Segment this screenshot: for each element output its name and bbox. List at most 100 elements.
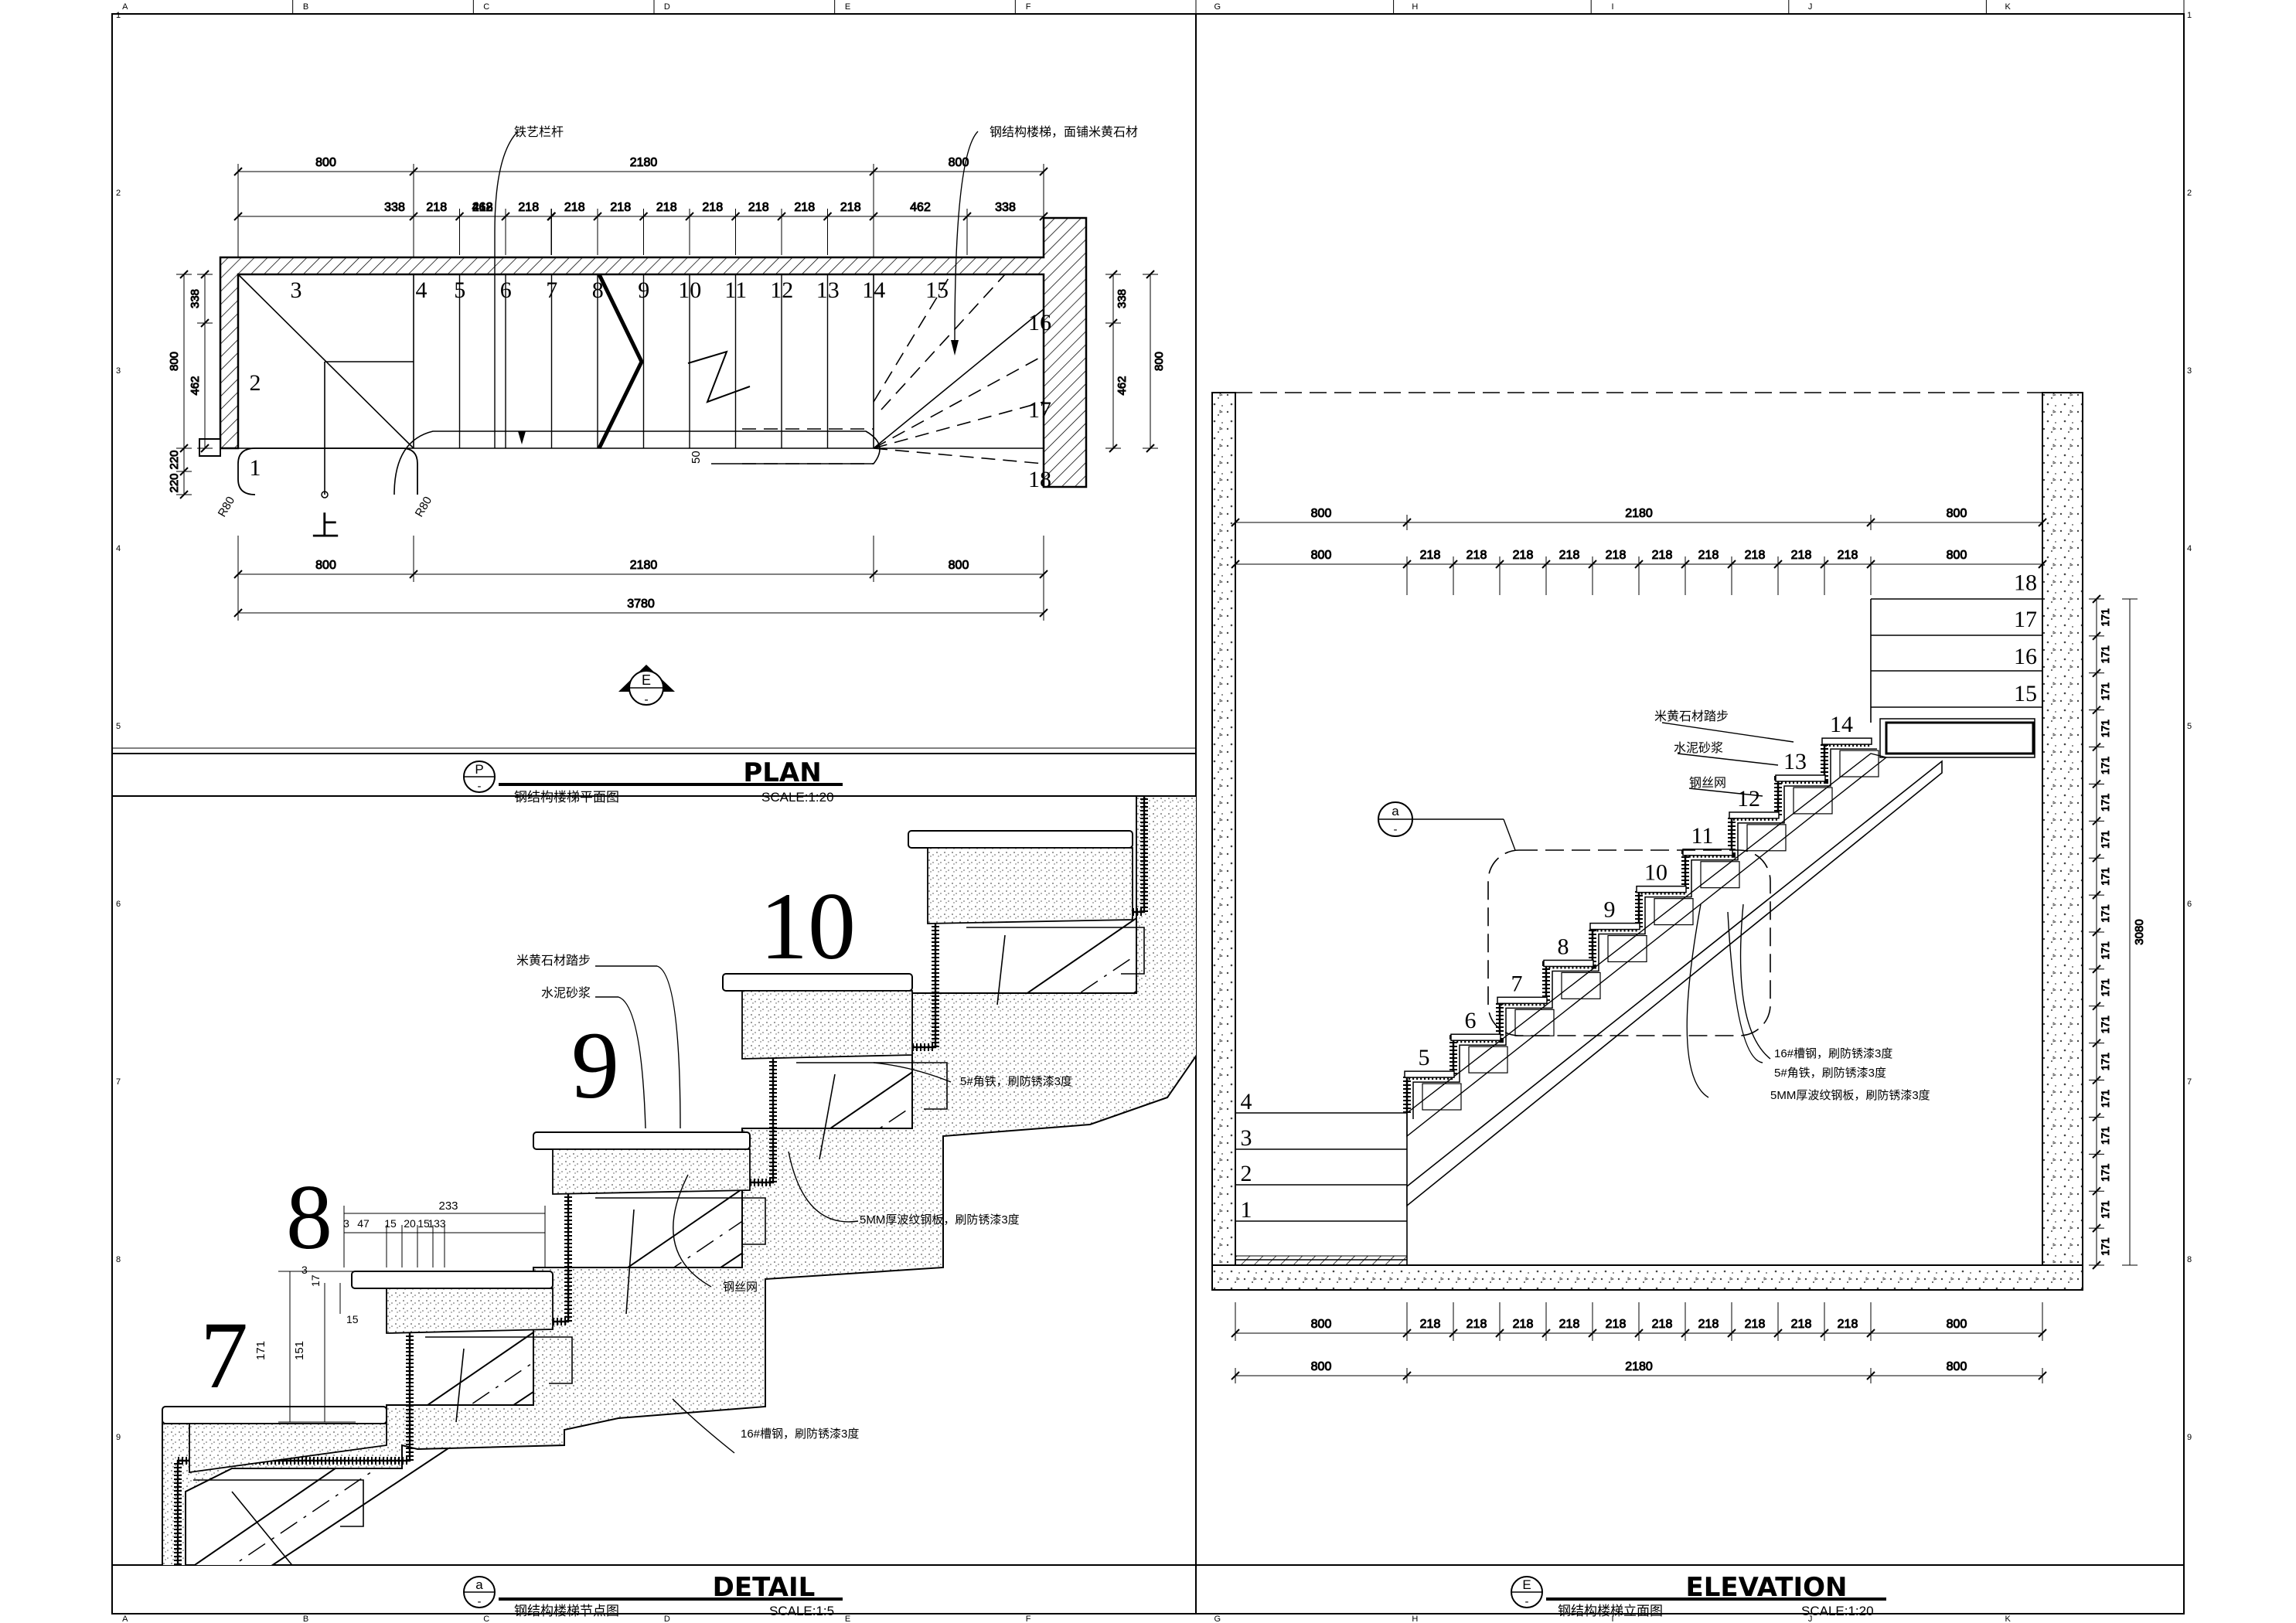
elevation-title-cn: 钢结构楼梯立面图 xyxy=(1558,1604,1663,1618)
detail-step-number: 9 xyxy=(571,1012,619,1118)
dimension-label: 218 xyxy=(1559,1318,1580,1331)
grid-letter: G xyxy=(1214,1614,1221,1623)
dimension-label: 338 xyxy=(384,201,405,214)
grid-letter: I xyxy=(1611,1614,1613,1623)
dimension-label: 171 xyxy=(2099,1200,2111,1219)
dimension-label: 800 xyxy=(1947,507,1967,520)
detail-label-mesh: 钢丝网 xyxy=(723,1281,758,1294)
grid-number: 6 xyxy=(116,900,121,909)
detail-dimension-label: 20 xyxy=(404,1217,416,1230)
elevation-step-number: 4 xyxy=(1241,1089,1252,1114)
detail-dim-171: 171 xyxy=(254,1341,267,1360)
detail-dimension-label: 15 xyxy=(417,1217,430,1230)
dimension-label: 338 xyxy=(995,201,1016,214)
dimension-label: 218 xyxy=(1513,549,1534,562)
dimension-label: 800 xyxy=(1311,507,1332,520)
dimension-label: 2180 xyxy=(1625,507,1653,520)
plan-post xyxy=(199,438,221,457)
dimension-label: 220 xyxy=(168,450,181,469)
dimension-label: 218 xyxy=(1513,1318,1534,1331)
dimension-label: 218 xyxy=(794,201,815,214)
dimension-label: 171 xyxy=(2099,1090,2111,1108)
elevation-detail-callout: a - xyxy=(1378,801,1771,1036)
dimension-label: 171 xyxy=(2099,941,2111,960)
dimension-label: 2180 xyxy=(630,559,658,572)
grid-letter: C xyxy=(483,2,489,12)
dimension-label: 2180 xyxy=(630,156,658,169)
detail-step-number: 7 xyxy=(200,1302,248,1408)
grid-number: 3 xyxy=(2187,366,2192,376)
dimension-label: 218 xyxy=(426,201,447,214)
elevation-label-mesh: 钢丝网 xyxy=(1689,776,1726,790)
dimension-label: 800 xyxy=(168,352,181,371)
elevation-step-number: 2 xyxy=(1241,1161,1252,1186)
grid-number: 1 xyxy=(2187,11,2192,20)
dimension-label: 462 xyxy=(472,201,493,214)
grid-letter: J xyxy=(1808,2,1813,12)
grid-number: 4 xyxy=(116,544,121,553)
elevation-step-number: 8 xyxy=(1558,934,1569,959)
grid-letter: F xyxy=(1026,1614,1031,1623)
dimension-label: 218 xyxy=(1838,549,1858,562)
dimension-label: 171 xyxy=(2099,1053,2111,1071)
grid-number: 5 xyxy=(116,722,121,731)
plan-step-number: 14 xyxy=(862,277,885,303)
elevation-step-number: 18 xyxy=(2014,570,2037,595)
plan-step-number: 3 xyxy=(291,277,302,303)
plan-step-number: 15 xyxy=(925,277,949,303)
detail-label-stone: 米黄石材踏步 xyxy=(516,954,591,968)
dimension-label: 218 xyxy=(1791,1318,1812,1331)
dimension-label: 218 xyxy=(1606,549,1627,562)
detail-stone-profile xyxy=(162,796,1196,1565)
svg-text:-: - xyxy=(1525,1595,1529,1608)
dimension-label: 171 xyxy=(2099,793,2111,812)
dimension-label: 2180 xyxy=(1625,1360,1653,1373)
dimension-label: 218 xyxy=(840,201,861,214)
grid-number: 3 xyxy=(116,366,121,376)
grid-letter: G xyxy=(1214,2,1221,12)
plan-step-number: 17 xyxy=(1028,397,1051,423)
detail-dimension-label: 47 xyxy=(357,1217,370,1230)
dimension-label: 218 xyxy=(748,201,769,214)
dimension-label: 218 xyxy=(1652,549,1673,562)
detail-dim-151: 151 xyxy=(293,1341,306,1360)
dimension-label: 462 xyxy=(189,376,202,395)
plan-title-mark: P xyxy=(475,762,483,777)
dimension-label: 171 xyxy=(2099,978,2111,997)
elevation-step-number: 17 xyxy=(2014,607,2037,632)
svg-text:E: E xyxy=(642,672,651,688)
plan-dim-50: 50 xyxy=(690,451,703,464)
dimension-label: 171 xyxy=(2099,1126,2111,1145)
detail-dimension-label: 15 xyxy=(384,1217,397,1230)
grid-letter: A xyxy=(122,1614,128,1623)
plan-step-number: 9 xyxy=(638,277,649,303)
dimension-label: 800 xyxy=(1947,549,1967,562)
plan-step-number: 7 xyxy=(546,277,557,303)
elevation-step-number: 15 xyxy=(2014,681,2037,706)
dimension-label: 171 xyxy=(2099,904,2111,923)
grid-number: 7 xyxy=(116,1077,121,1087)
elevation-title-mark: E xyxy=(1522,1577,1531,1592)
detail-label-mortar: 水泥砂浆 xyxy=(541,986,591,1000)
dimension-label: 171 xyxy=(2099,608,2111,627)
detail-title-cn: 钢结构楼梯节点图 xyxy=(514,1604,619,1618)
sheet-frame xyxy=(111,13,2185,1614)
plan-step-number: 10 xyxy=(678,277,701,303)
dimension-label: 3080 xyxy=(2133,919,2146,944)
elevation-label-stone: 米黄石材踏步 xyxy=(1654,709,1729,723)
plan-dimension-bottom-total: 3780 xyxy=(233,574,1048,621)
elevation-title-block: E - ELEVATION 钢结构楼梯立面图 SCALE:1:20 xyxy=(1511,1572,1886,1618)
detail-dimension-label: 3 xyxy=(343,1217,349,1230)
grid-number: 4 xyxy=(2187,544,2192,553)
plan-section-mark: E - xyxy=(618,665,675,706)
elevation-step-number: 14 xyxy=(1830,712,1853,737)
dimension-label: 220 xyxy=(168,473,181,492)
elevation-label-channel: 16#槽钢，刷防锈漆3度 xyxy=(1774,1047,1892,1060)
